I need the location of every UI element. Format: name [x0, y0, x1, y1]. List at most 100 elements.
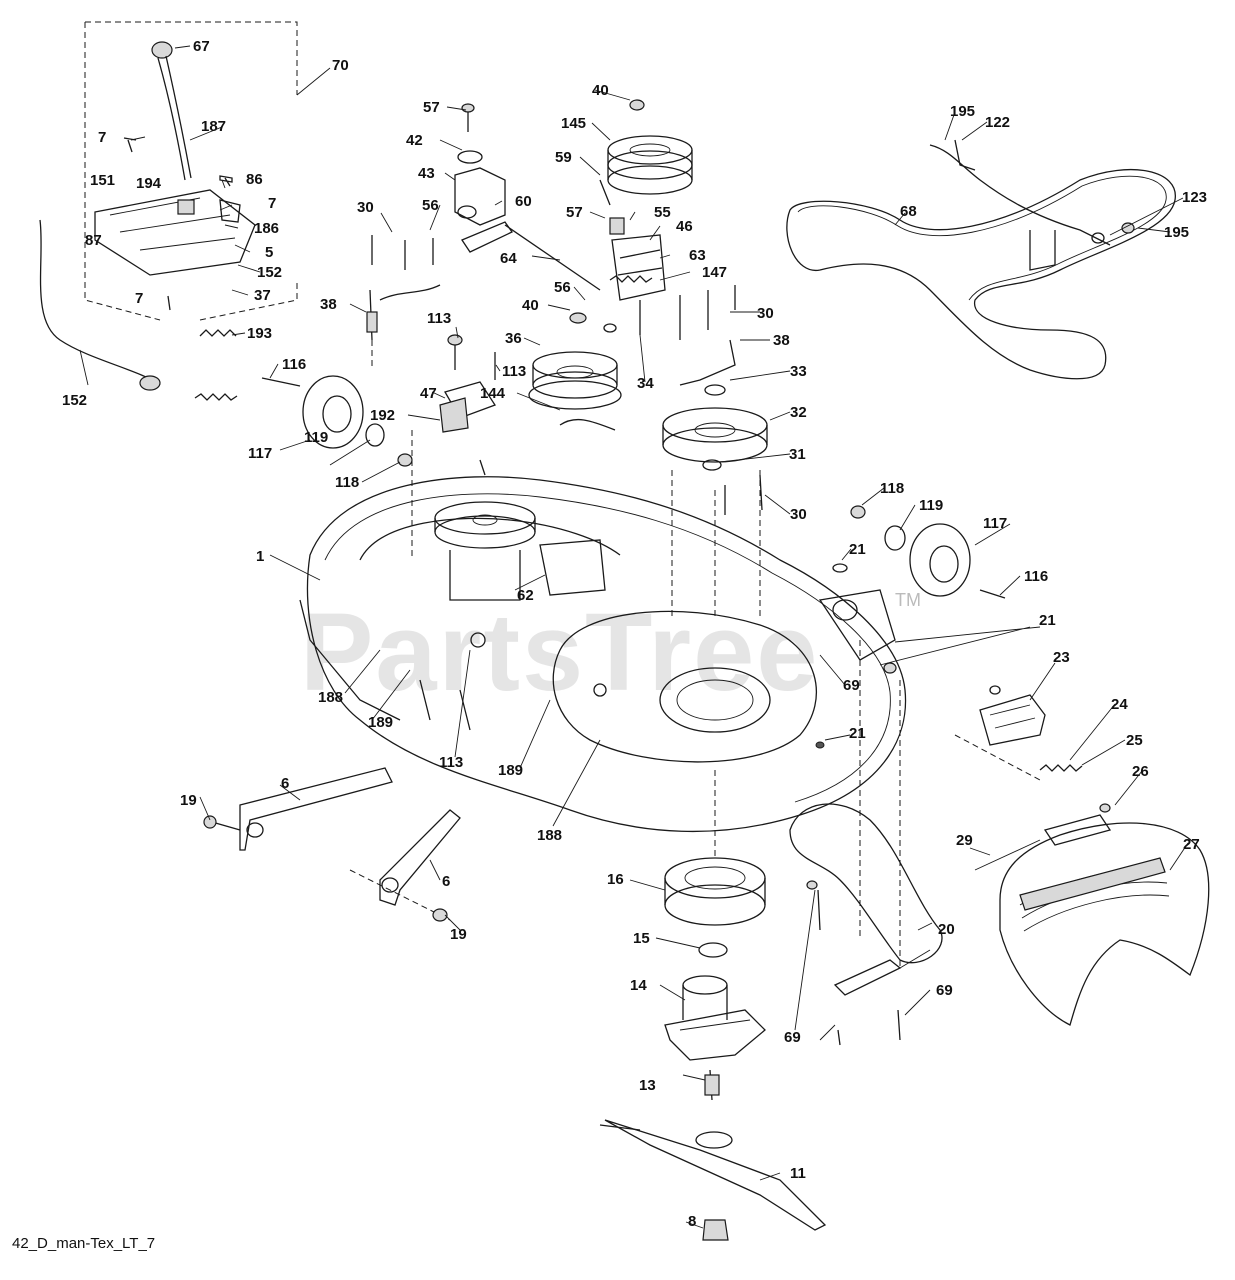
callout-label: 40 [522, 297, 539, 314]
belt-guard [789, 803, 943, 1046]
callout-label: 30 [757, 305, 774, 322]
callout-label: 59 [555, 149, 572, 166]
callout-label: 119 [304, 429, 328, 446]
callout-label: 189 [368, 714, 393, 731]
callout-label: 46 [676, 218, 693, 235]
callout-label: 43 [418, 165, 435, 182]
callout-label: 152 [257, 264, 282, 281]
callout-label: 194 [136, 175, 162, 192]
callout-label: 69 [784, 1029, 801, 1046]
callout-label: 30 [357, 199, 374, 216]
callout-label: 13 [639, 1077, 656, 1094]
callout-label: 15 [633, 930, 650, 947]
callout-label: 40 [592, 82, 609, 99]
callout-label: 119 [919, 497, 943, 514]
callout-label: 7 [268, 195, 276, 212]
callout-label: 188 [537, 827, 562, 844]
mower-deck [299, 430, 907, 970]
callout-label: 6 [442, 873, 450, 890]
pulley-32 [662, 407, 768, 515]
gauge-wheel-left [261, 375, 413, 467]
gauge-wheel [302, 375, 364, 449]
callout-label: 8 [688, 1213, 696, 1230]
gauge-wheel-right [832, 505, 1006, 599]
callout-label: 32 [790, 404, 807, 421]
callout-label: 118 [335, 474, 359, 491]
lever-bracket-plate [94, 189, 256, 276]
callout-label: 31 [789, 446, 806, 463]
callout-label: 187 [201, 118, 226, 135]
callout-label: 87 [85, 232, 102, 249]
mower-belt [786, 139, 1176, 380]
callout-label: 7 [98, 129, 106, 146]
callout-label: 23 [1053, 649, 1070, 666]
lift-arms [203, 767, 461, 922]
callout-label: 144 [480, 385, 506, 402]
callout-label: 86 [246, 171, 263, 188]
discharge-chute [974, 814, 1210, 1026]
callout-label: 26 [1132, 763, 1149, 780]
callout-label: 63 [689, 247, 706, 264]
callout-label: 67 [193, 38, 210, 55]
right-bolts [679, 285, 736, 396]
deflector-bracket [954, 685, 1111, 813]
callout-label: 116 [1024, 568, 1048, 585]
idler-pulley-36 [528, 351, 622, 431]
callout-label: 147 [702, 264, 727, 281]
idler-arm-assembly [366, 103, 601, 433]
callout-label: 113 [439, 754, 463, 771]
callout-label: 38 [773, 332, 790, 349]
callout-label: 60 [515, 193, 532, 210]
callout-label: 57 [566, 204, 583, 221]
callout-label: 25 [1126, 732, 1143, 749]
callout-label: 27 [1183, 836, 1200, 853]
callout-label: 56 [422, 197, 439, 214]
callout-label: 21 [1039, 612, 1056, 629]
callout-label: 62 [517, 587, 534, 604]
callout-label: 68 [900, 203, 917, 220]
callout-label: 188 [318, 689, 343, 706]
lift-lever-assembly [39, 21, 298, 401]
callout-label: 152 [62, 392, 87, 409]
callout-label: 7 [135, 290, 143, 307]
callout-label: 122 [985, 114, 1010, 131]
callout-label: 19 [450, 926, 467, 943]
callout-label: 113 [427, 310, 451, 327]
callout-label: 29 [956, 832, 973, 849]
callout-label: 30 [790, 506, 807, 523]
callout-label: 33 [790, 363, 807, 380]
callout-label: 42 [406, 132, 423, 149]
callout-label: 24 [1111, 696, 1128, 713]
callout-label: 36 [505, 330, 522, 347]
callout-label: 57 [423, 99, 440, 116]
callout-label: 70 [332, 57, 349, 74]
callout-label: 38 [320, 296, 337, 313]
leader-lines [79, 45, 1189, 1229]
callout-label: 195 [950, 103, 975, 120]
callout-label: 21 [849, 725, 866, 742]
callout-label: 11 [790, 1165, 806, 1182]
callout-label: 195 [1164, 224, 1189, 241]
callout-label: 69 [936, 982, 953, 999]
callout-label: 186 [254, 220, 279, 237]
callout-label: 47 [420, 385, 437, 402]
lever-knob [151, 41, 173, 59]
callout-label: 193 [247, 325, 272, 342]
callout-label: 55 [654, 204, 671, 221]
callout-label: 192 [370, 407, 395, 424]
callout-label: 20 [938, 921, 955, 938]
diagram-code: 42_D_man-Tex_LT_7 [12, 1235, 155, 1252]
callout-label: 37 [254, 287, 271, 304]
callout-label: 189 [498, 762, 523, 779]
callout-label: 118 [880, 480, 904, 497]
callout-label: 145 [561, 115, 586, 132]
callout-label: 113 [502, 363, 526, 380]
lever-rod [157, 55, 192, 181]
callout-labels: 67 70 187 7 86 151 194 7 186 87 5 152 7 … [62, 38, 1207, 1230]
callout-label: 34 [637, 375, 654, 392]
callout-label: 19 [180, 792, 197, 809]
callout-label: 6 [281, 775, 289, 792]
lift-cable [39, 219, 161, 386]
